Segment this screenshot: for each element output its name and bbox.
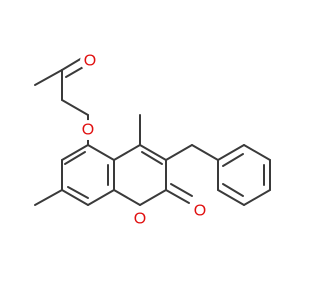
bond-phenyl-1 — [217, 144, 245, 161]
bond-ring-a4 — [87, 189, 115, 206]
ketone-oxygen-background — [80, 51, 100, 71]
lactone-oxygen-background — [190, 201, 210, 221]
bond-lactone-outer — [165, 189, 190, 204]
chemical-structure: O O O O — [34, 51, 271, 229]
lactone-oxygen-label: O — [194, 203, 206, 220]
bond-pyranone-c4 — [113, 144, 141, 161]
bond-ch2-oxygen — [61, 99, 89, 116]
bond-layer — [34, 57, 271, 206]
bond-acetyl-methyl — [34, 69, 63, 86]
ring-oxygen-background — [130, 209, 150, 229]
bond-aromatic-methyl — [34, 189, 63, 206]
ring-oxygen-label: O — [134, 211, 146, 228]
bond-c4-c3 — [139, 144, 167, 161]
bond-c2-ring-oxygen — [139, 189, 167, 206]
bond-ring-a6 — [87, 144, 115, 161]
bond-phenyl-5 — [217, 189, 245, 206]
bond-ring-oxygen-c8a — [113, 189, 141, 206]
bond-c3-benzyl-ch2 — [165, 144, 193, 161]
bond-carbonyl-inner — [65, 65, 86, 78]
bond-ring-a3-inner — [67, 186, 89, 199]
bond-lactone-inner — [170, 183, 193, 197]
bond-phenyl-4 — [243, 189, 271, 206]
bond-ring-a1 — [61, 144, 89, 161]
bond-benzyl-ch2-ring — [191, 144, 219, 161]
ether-oxygen-label: O — [82, 122, 94, 139]
ether-oxygen-background — [78, 120, 98, 140]
ketone-oxygen-label: O — [84, 53, 96, 70]
bond-phenyl-2 — [243, 144, 271, 161]
bond-phenyl-1-inner — [222, 153, 244, 167]
bond-ring-a1-inner — [64, 151, 86, 165]
atom-label-layer: O O O O — [78, 51, 210, 229]
bond-carbonyl-outer — [61, 57, 83, 71]
bond-phenyl-5-inner — [222, 183, 244, 197]
bond-ring-a3 — [61, 189, 89, 206]
bond-c4-c3-inner — [141, 151, 163, 165]
